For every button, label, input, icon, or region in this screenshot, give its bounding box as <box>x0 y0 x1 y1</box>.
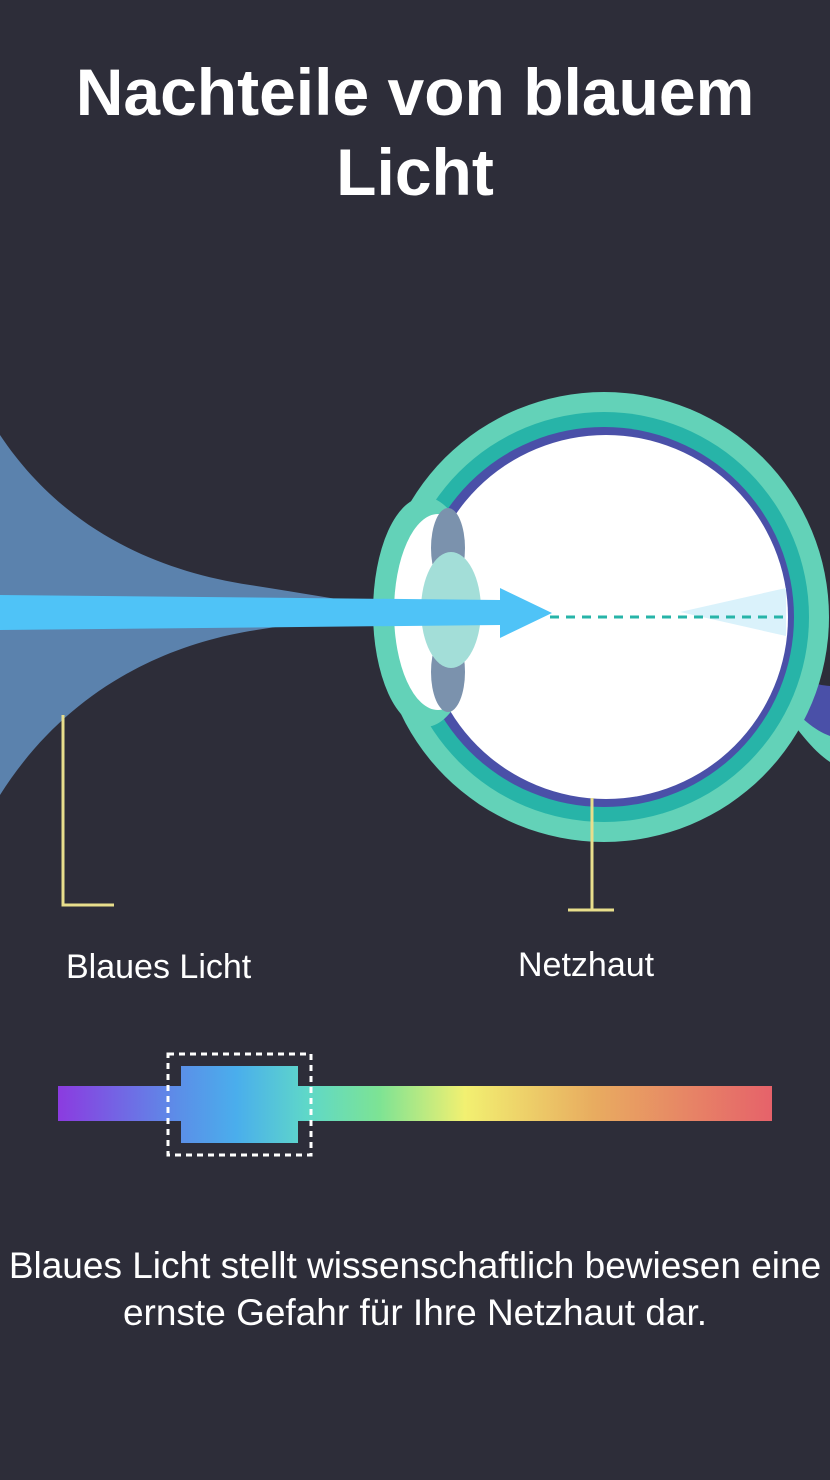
blue-light-label: Blaues Licht <box>66 948 252 986</box>
blue-light-leader-line <box>61 715 114 907</box>
retina-leader-line <box>568 798 614 912</box>
blue-light-segment <box>181 1066 298 1143</box>
light-spectrum-bar <box>58 1052 772 1157</box>
description-text: Blaues Licht stellt wissenschaftlich bew… <box>8 1245 822 1333</box>
light-ray-icon <box>0 588 552 638</box>
eye-diagram <box>0 392 830 912</box>
retina-focus-cone <box>680 588 786 636</box>
retina-label: Netzhaut <box>518 946 655 984</box>
page-title: Nachteile von blauem Licht <box>75 55 755 209</box>
spectrum-gradient <box>58 1086 772 1121</box>
blue-light-highlight-box <box>166 1052 313 1157</box>
